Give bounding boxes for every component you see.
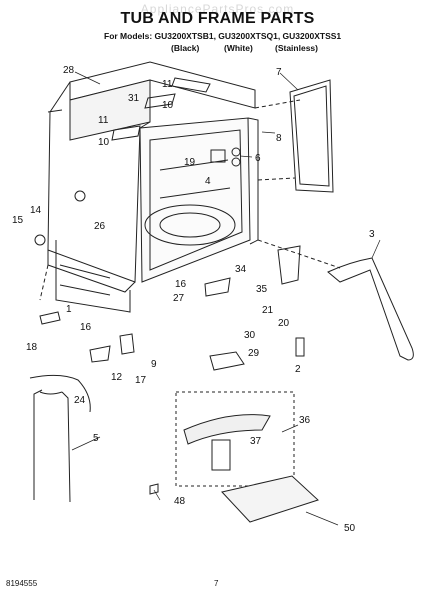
callout-15: 15 [12,215,24,226]
callout-37: 37 [250,436,262,447]
doc-number: 8194555 [6,579,38,588]
callout-28: 28 [63,65,75,76]
callout-34: 34 [235,264,247,275]
callout-2: 2 [295,364,301,375]
callout-48: 48 [174,496,186,507]
callout-11b: 11 [98,115,109,126]
callout-3: 3 [369,229,375,240]
callout-35: 35 [256,284,268,295]
callout-6: 6 [255,153,261,164]
callout-30: 30 [244,330,256,341]
callout-29: 29 [248,348,260,359]
finish-stainless: (Stainless) [275,43,318,53]
callout-5: 5 [93,433,99,444]
callout-20: 20 [278,318,290,329]
callout-10b: 10 [98,137,110,148]
callout-16b: 16 [80,322,92,333]
callout-21: 21 [262,305,274,316]
watermark-text: AppliancePartsPros.com [140,2,295,16]
callout-12: 12 [111,372,123,383]
callout-14: 14 [30,205,42,216]
callout-9: 9 [151,359,157,370]
callout-4: 4 [205,176,211,187]
callout-50: 50 [344,523,356,534]
tub-seal [289,79,334,193]
page-title: TUB AND FRAME PARTS [120,10,315,27]
callout-18: 18 [26,342,38,353]
callout-11: 11 [162,79,173,90]
finish-black: (Black) [171,43,200,53]
callout-19: 19 [184,157,196,168]
page-number: 7 [214,579,219,588]
callout-1: 1 [66,304,72,315]
callout-16: 16 [175,279,187,290]
callout-26: 26 [94,221,106,232]
finish-white: (White) [224,43,253,53]
callout-36: 36 [299,415,311,426]
callout-24: 24 [74,395,86,406]
callout-10: 10 [162,100,174,111]
callout-27: 27 [173,293,185,304]
callout-17: 17 [135,375,147,386]
callout-7: 7 [276,67,282,78]
side-seal [327,257,414,361]
callout-31: 31 [128,93,140,104]
callout-8: 8 [276,133,282,144]
models-line: For Models: GU3200XTSB1, GU3200XTSQ1, GU… [104,31,342,41]
